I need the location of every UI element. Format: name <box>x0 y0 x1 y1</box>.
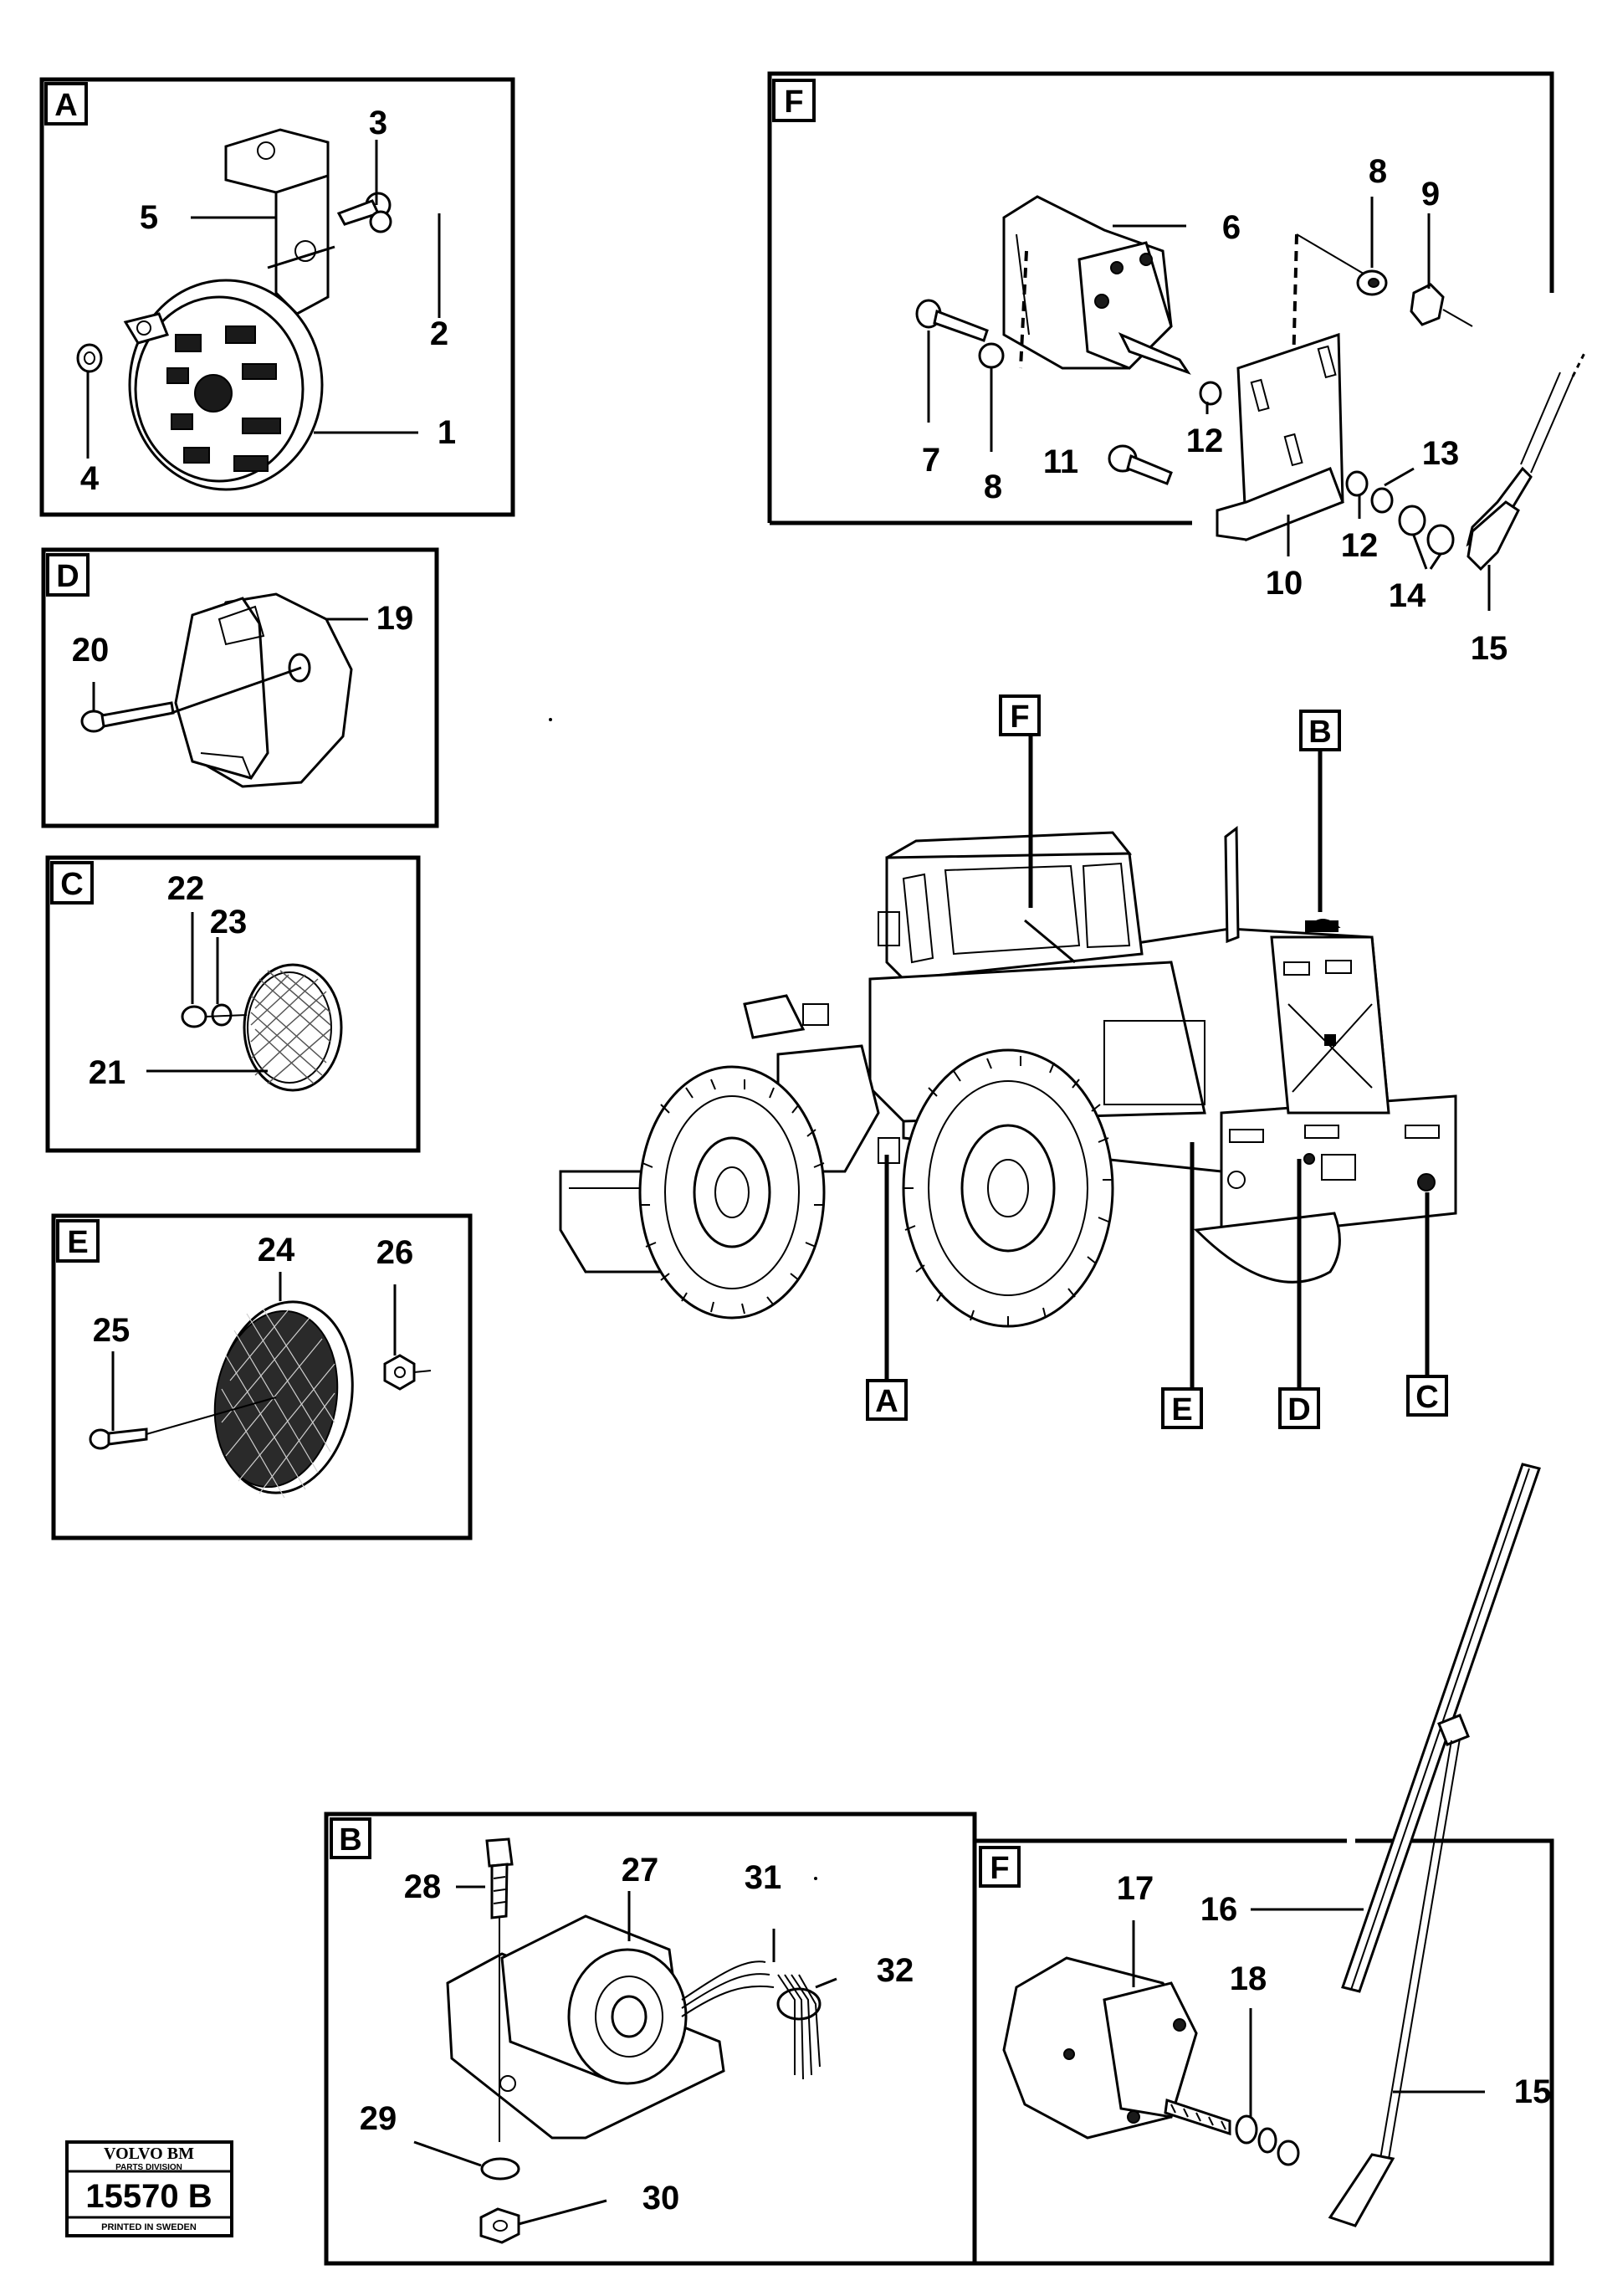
wiper-arm <box>1466 351 1587 571</box>
washer <box>480 2157 520 2181</box>
logo-number: 15570 B <box>85 2178 212 2215</box>
machine-callouts: F B A E D C <box>866 694 1448 1429</box>
callout-22: 22 <box>167 870 205 907</box>
callout-29: 29 <box>360 2100 397 2137</box>
lamp-unit <box>174 592 353 788</box>
callout-7: 7 <box>922 442 940 479</box>
machine-tag-b: B <box>1308 715 1331 750</box>
callout-17: 17 <box>1117 1870 1154 1907</box>
wiper-blade <box>1341 1463 1541 1993</box>
callout-30: 30 <box>642 2180 680 2217</box>
horn <box>123 279 324 491</box>
panel-e: E 24 26 25 <box>51 1213 473 1540</box>
callout-21: 21 <box>89 1054 126 1091</box>
callout-5: 5 <box>140 199 158 236</box>
nut <box>1277 2140 1300 2166</box>
callout-2: 2 <box>430 315 448 352</box>
mounting-plate <box>1216 332 1344 542</box>
callout-13: 13 <box>1422 435 1460 472</box>
nut <box>383 1354 416 1391</box>
volvo-bm-logo: VOLVO BM PARTS DIVISION 15570 B PRINTED … <box>65 2140 233 2237</box>
machine-tag-d: D <box>1287 1392 1310 1427</box>
machine-tag-e: E <box>1171 1392 1192 1427</box>
panel-a: A <box>39 77 515 517</box>
callout-15-bottom: 15 <box>1514 2073 1552 2110</box>
callout-27: 27 <box>622 1852 659 1889</box>
reflector <box>243 963 343 1092</box>
logo-brand: VOLVO BM <box>104 2145 194 2163</box>
lock-washer <box>1398 505 1426 536</box>
callout-9: 9 <box>1421 176 1440 213</box>
callout-12b: 12 <box>1341 527 1379 564</box>
reflector-large <box>213 1300 354 1499</box>
logo-division: PARTS DIVISION <box>115 2163 182 2172</box>
panel-f-bottom-tag: F <box>990 1851 1009 1886</box>
nut <box>479 2207 520 2244</box>
nut <box>1410 283 1445 326</box>
panel-d: D 20 19 <box>41 547 439 828</box>
nut <box>76 343 103 373</box>
machine-tag-f: F <box>1010 700 1029 735</box>
horn-bracket <box>224 128 330 315</box>
bolt <box>485 1837 514 1919</box>
machine-tag-a: A <box>875 1384 898 1419</box>
wiper-arm <box>1328 1738 1461 2227</box>
screw <box>915 299 1005 369</box>
callout-32: 32 <box>877 1952 914 1989</box>
washer <box>1370 487 1394 514</box>
callout-10: 10 <box>1266 565 1303 602</box>
callout-26: 26 <box>376 1234 414 1271</box>
callout-14: 14 <box>1389 577 1426 614</box>
washer <box>1257 2127 1277 2154</box>
callout-31: 31 <box>745 1859 782 1896</box>
callout-12a: 12 <box>1186 423 1224 459</box>
panel-a-tag: A <box>54 88 77 123</box>
bolt <box>336 192 392 233</box>
callout-8a: 8 <box>1369 153 1387 190</box>
wiper-motor <box>1002 1956 1231 2140</box>
callout-24: 24 <box>258 1232 295 1268</box>
panel-e-tag: E <box>67 1225 88 1260</box>
callout-28: 28 <box>404 1868 442 1905</box>
callout-15: 15 <box>1471 630 1508 667</box>
callout-4: 4 <box>80 460 100 497</box>
callout-23: 23 <box>210 904 248 940</box>
bushing <box>1235 2114 1258 2145</box>
callout-11: 11 <box>1043 443 1078 480</box>
nut <box>1426 524 1455 556</box>
panel-f-top: F <box>767 71 1587 667</box>
panel-b-tag: B <box>339 1822 361 1858</box>
machine-tag-c: C <box>1415 1380 1438 1415</box>
logo-footer: PRINTED IN SWEDEN <box>101 2222 197 2232</box>
panel-c-tag: C <box>60 867 83 902</box>
wiper-motor <box>1002 195 1191 375</box>
wheel-loader <box>559 825 1457 1328</box>
callout-16: 16 <box>1200 1891 1238 1928</box>
screw <box>1108 444 1173 485</box>
callout-1: 1 <box>438 414 456 451</box>
panel-d-tag: D <box>56 559 79 594</box>
callout-3: 3 <box>369 105 387 141</box>
callout-20: 20 <box>72 632 110 669</box>
callout-18: 18 <box>1230 1960 1267 1997</box>
front-wheel <box>638 1065 826 1320</box>
screw <box>89 1427 148 1450</box>
callout-6: 6 <box>1222 209 1241 246</box>
rear-wheel <box>902 1048 1114 1328</box>
washer <box>1199 381 1222 406</box>
callout-19: 19 <box>376 600 414 637</box>
washer <box>1345 470 1369 497</box>
panel-c: C 22 23 21 <box>45 855 421 1153</box>
panel-f-bottom: F 17 16 18 15 <box>975 1463 1554 2266</box>
panel-f-top-tag: F <box>784 85 803 120</box>
screw <box>80 701 175 733</box>
callout-8b: 8 <box>984 469 1002 505</box>
callout-25: 25 <box>93 1312 131 1349</box>
panel-b: B 28 27 <box>324 1812 977 2266</box>
alarm-unit <box>446 1914 822 2140</box>
nut <box>181 1005 207 1028</box>
